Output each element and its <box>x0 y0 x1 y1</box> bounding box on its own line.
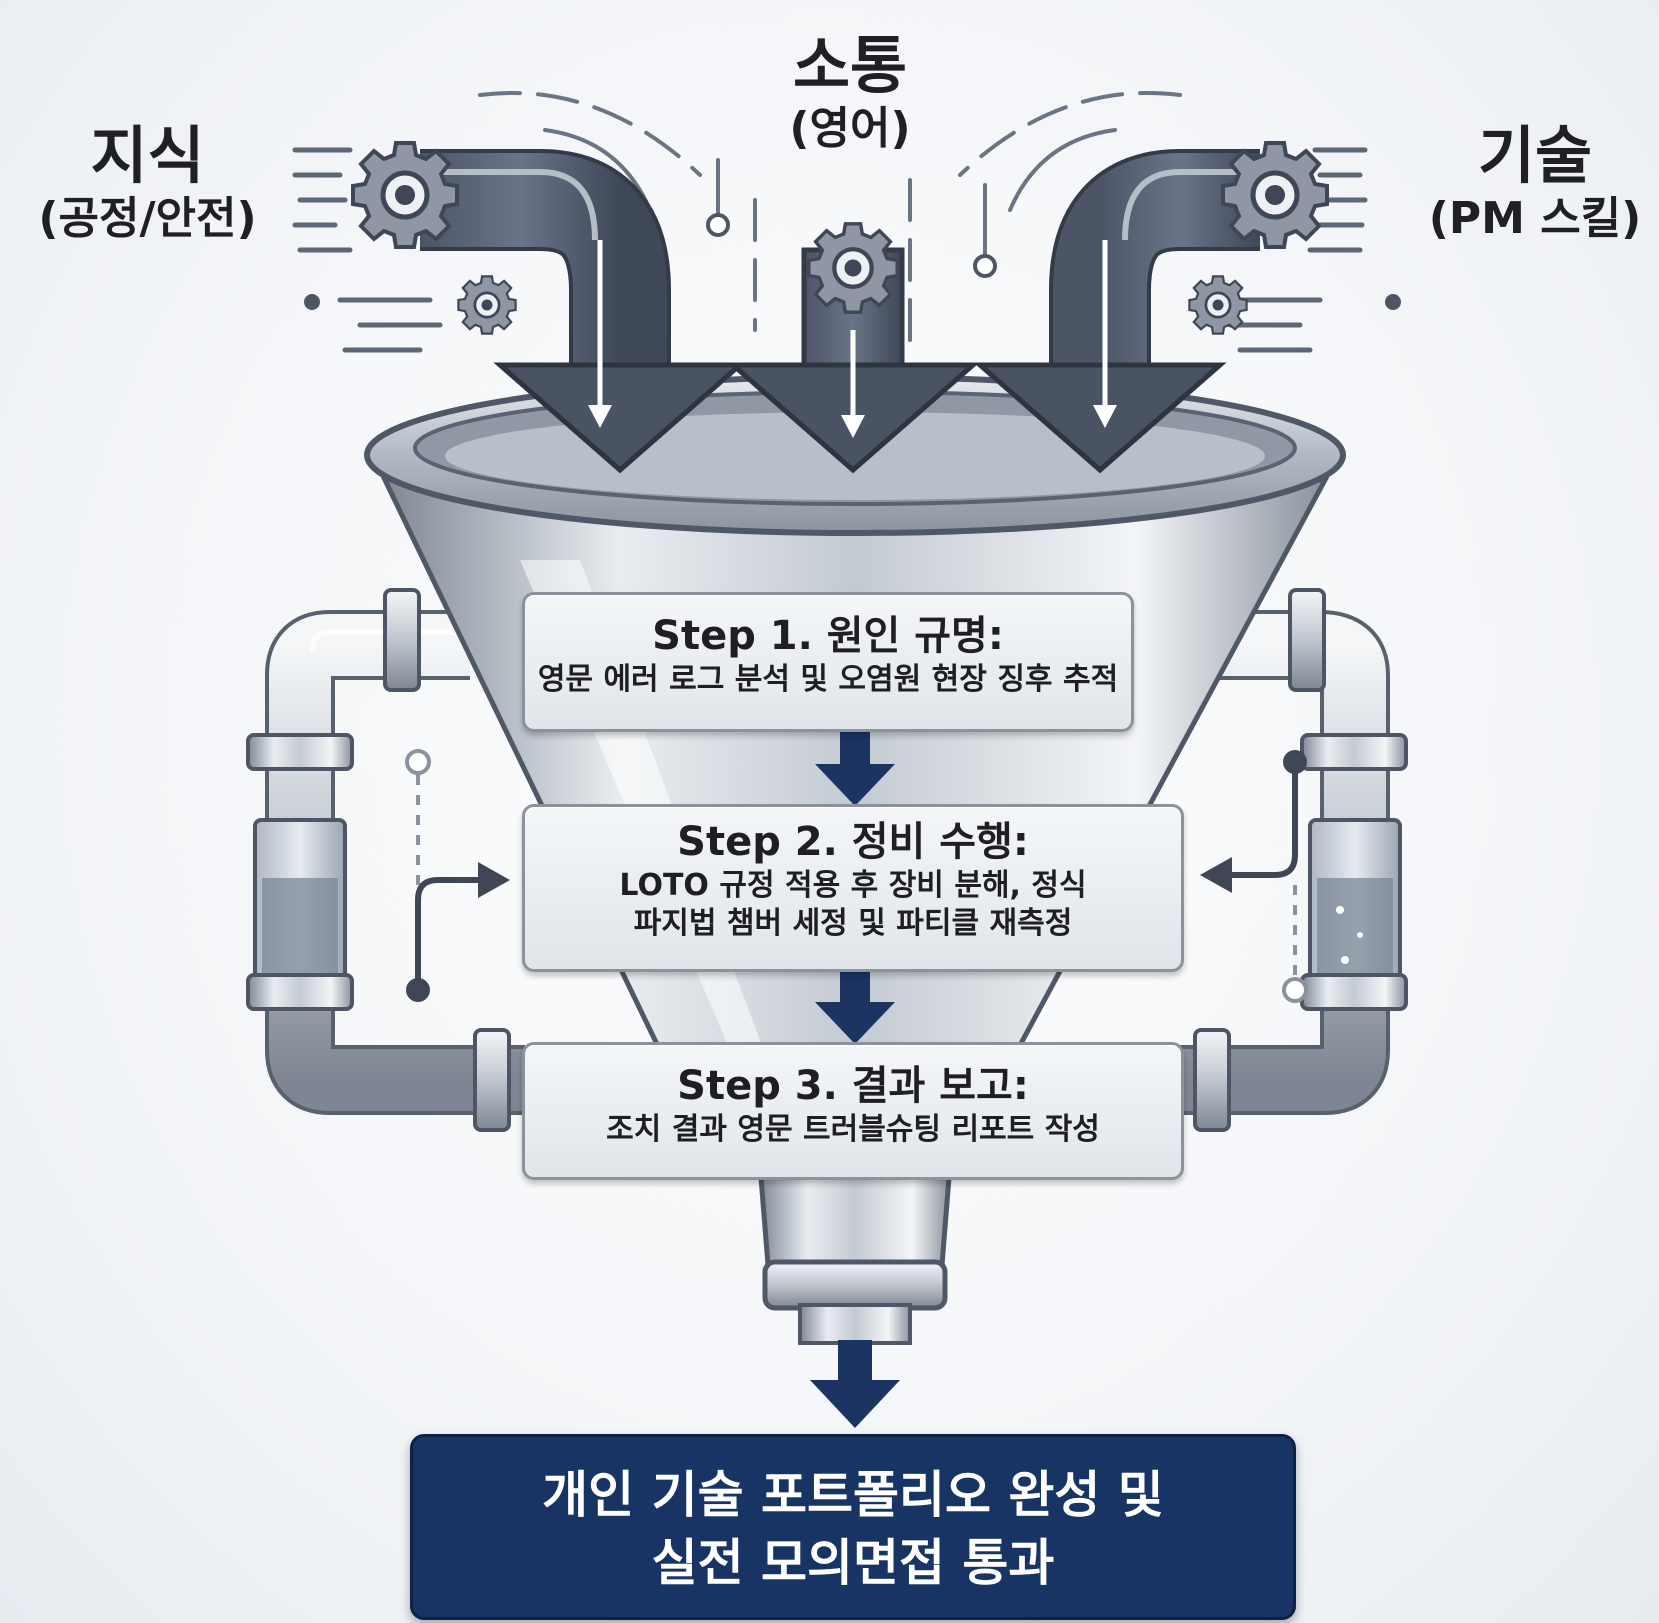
step-2-desc-line-2: 파지법 챔버 세정 및 파티클 재측정 <box>633 906 1073 941</box>
step-1-desc-line-1: 영문 에러 로그 분석 및 오염원 현장 징후 추적 <box>537 662 1119 697</box>
input-title-communication: 소통 <box>792 29 908 102</box>
gear-icon-right <box>1223 143 1327 247</box>
motion-arcs <box>478 90 1182 352</box>
step-3-title: Step 3. 결과 보고: <box>677 1063 1029 1109</box>
node-dots-top <box>304 213 1401 310</box>
input-label-skill: 기술 (PM 스킬) <box>1410 120 1659 246</box>
input-label-communication: 소통 (영어) <box>730 30 970 156</box>
step-2-desc-line-1: LOTO 규정 적용 후 장비 분해, 정식 <box>619 868 1087 903</box>
input-subtitle-skill: (PM 스킬) <box>1428 193 1642 244</box>
gear-icon-left <box>353 143 457 247</box>
input-label-knowledge: 지식 (공정/안전) <box>10 120 285 246</box>
step-1-box: Step 1. 원인 규명: 영문 에러 로그 분석 및 오염원 현장 징후 추… <box>522 592 1134 732</box>
outcome-line-1: 개인 기술 포트폴리오 완성 및 <box>542 1466 1164 1524</box>
step-arrow-1-2 <box>815 732 895 806</box>
pipe-arrow-icon-right <box>973 149 1260 474</box>
step-2-title: Step 2. 정비 수행: <box>677 819 1029 865</box>
motion-lines-left <box>292 147 443 353</box>
input-title-skill: 기술 <box>1477 119 1593 192</box>
input-title-knowledge: 지식 <box>90 119 205 192</box>
step-2-box: Step 2. 정비 수행: LOTO 규정 적용 후 장비 분해, 정식 파지… <box>522 804 1184 972</box>
gear-icon-center <box>809 224 897 312</box>
gear-icon-small-left <box>457 275 517 335</box>
input-subtitle-communication: (영어) <box>789 103 911 154</box>
feedback-connector-left <box>405 749 510 1002</box>
recycle-pipe-icon-left <box>246 588 525 1132</box>
gear-icon-small-right <box>1188 275 1248 335</box>
step-3-desc-line-1: 조치 결과 영문 트러블슈팅 리포트 작성 <box>606 1112 1100 1147</box>
feedback-connector-right <box>1200 750 1308 1003</box>
step-arrow-2-3 <box>815 972 895 1044</box>
outcome-arrow <box>810 1340 900 1428</box>
pipe-arrow-icon-left <box>420 149 747 474</box>
step-3-box: Step 3. 결과 보고: 조치 결과 영문 트러블슈팅 리포트 작성 <box>522 1042 1184 1180</box>
outcome-box: 개인 기술 포트폴리오 완성 및 실전 모의면접 통과 <box>410 1434 1296 1620</box>
input-subtitle-knowledge: (공정/안전) <box>38 193 257 244</box>
step-1-title: Step 1. 원인 규명: <box>652 613 1004 659</box>
outcome-line-2: 실전 모의면접 통과 <box>651 1534 1055 1592</box>
